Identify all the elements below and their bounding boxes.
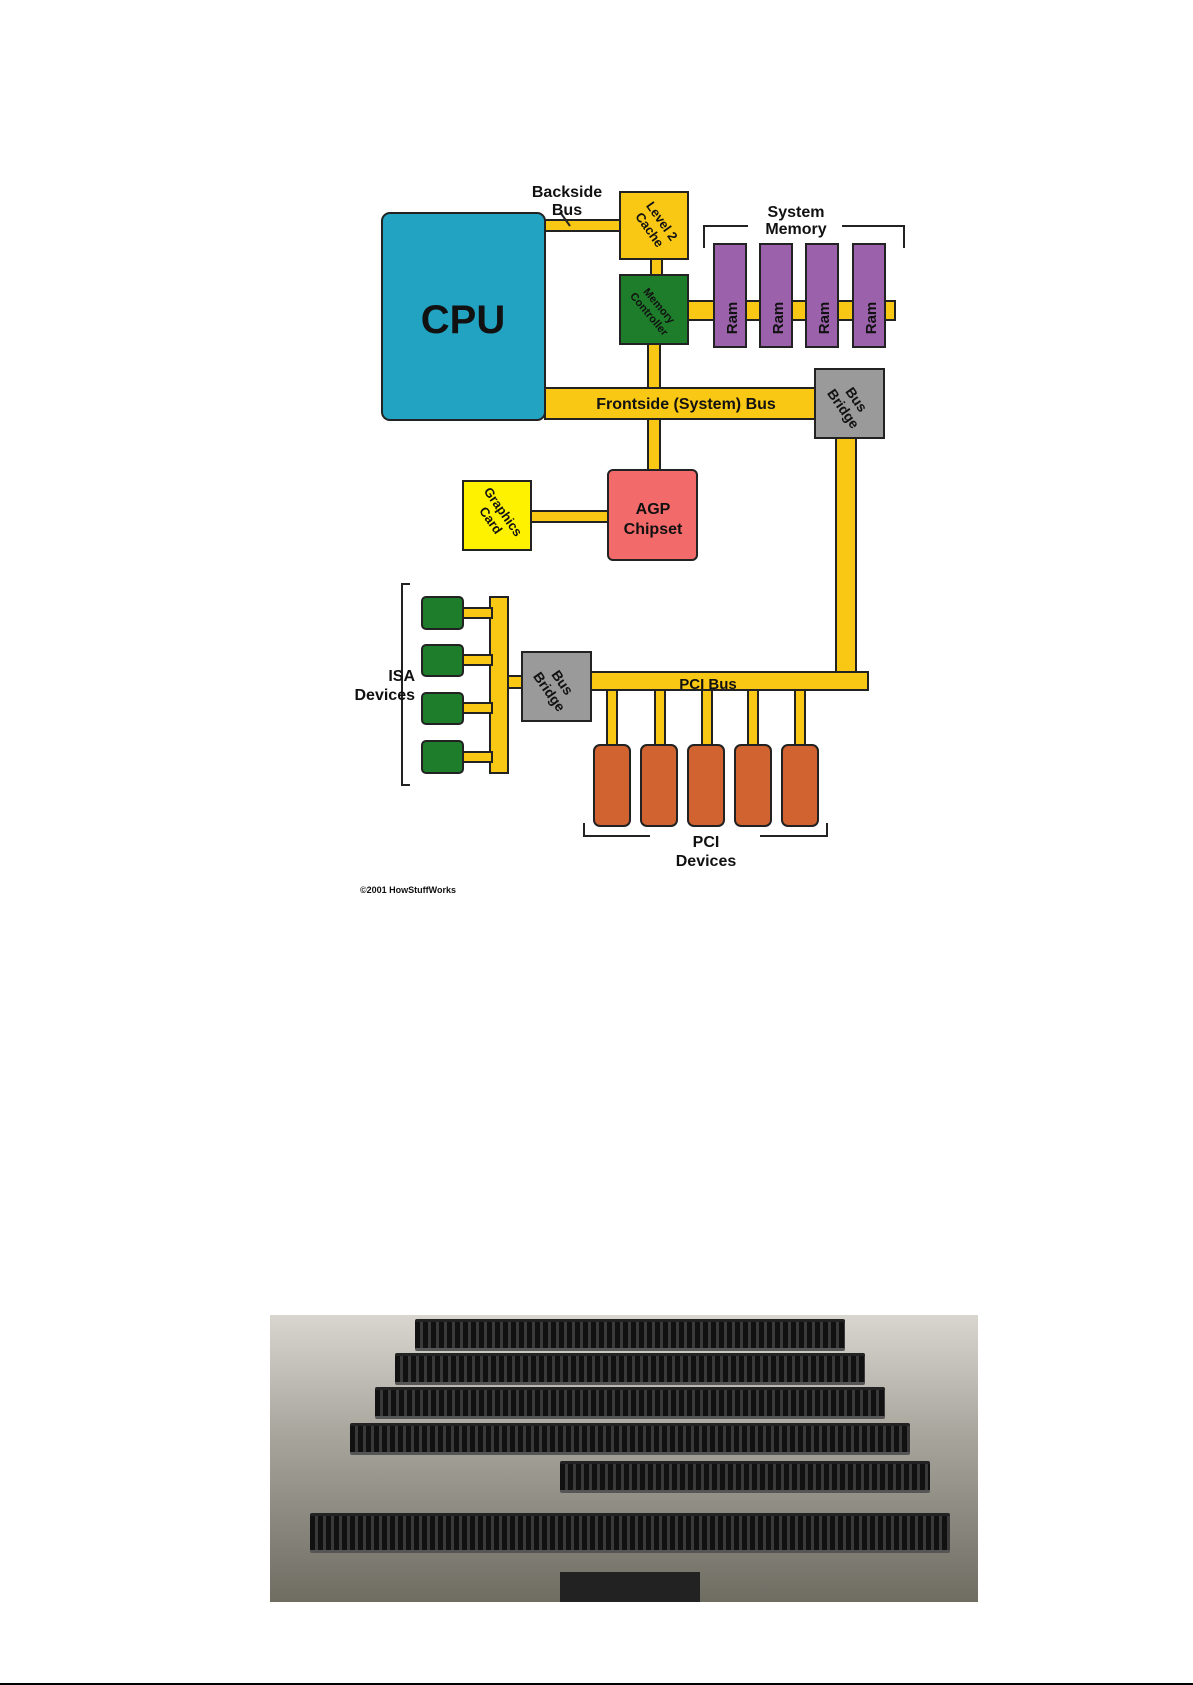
pci-bus-label: PCI Bus [679,676,737,693]
frontside-bus [544,387,818,420]
pci-device [640,744,678,827]
copyright-text: ©2001 HowStuffWorks [360,885,456,895]
ram-module [852,243,886,348]
bus-bridge-top-box [814,368,885,439]
ram-label: Ram [770,302,787,335]
ram-module [759,243,793,348]
pci-device [781,744,819,827]
isa-devices-label: Devices [355,687,416,704]
isa-device [421,644,464,677]
level2-cache-box [619,191,689,260]
ram-label: Ram [816,302,833,335]
frontside-bus-label: Frontside (System) Bus [596,396,776,413]
system-memory-label: System [768,204,825,221]
bridge-riser [835,437,857,679]
computer-bus-diagram: CPU Backside Bus Level 2 Cache System Me… [355,184,905,895]
agp-chipset-label: AGP [636,501,671,518]
agp-chipset-box [607,469,698,561]
graphics-card-box [462,480,532,551]
backside-bus-label: Bus [552,202,582,219]
ram-module [713,243,747,348]
system-memory-bracket [703,225,905,248]
isa-bracket [401,583,410,786]
bus-bridge-bottom-box [521,651,592,722]
cpu-label: CPU [421,298,505,342]
ram-label: Ram [724,302,741,335]
backside-bus [544,219,623,232]
isa-device [421,740,464,774]
isa-device [421,692,464,725]
pci-devices-label: Devices [676,853,737,870]
cache-connector [650,258,663,277]
system-memory-label: Memory [765,221,826,238]
pci-device [734,744,772,827]
ram-module [805,243,839,348]
isa-bus [489,596,509,774]
isa-device [421,596,464,630]
pci-device [687,744,725,827]
agp-connector [529,510,611,523]
memory-controller-box [619,274,689,345]
isa-devices-label: ISA [388,668,415,685]
backside-bus-label: Backside [532,184,602,201]
cpu-box [381,212,546,421]
expansion-slots-photo [270,1315,978,1602]
agp-chipset-label: Chipset [624,521,683,538]
pci-devices-label: PCI [693,834,720,851]
pci-bracket [583,823,828,837]
page-bottom-rule [0,1683,1193,1685]
ram-label: Ram [863,302,880,335]
pci-device [593,744,631,827]
